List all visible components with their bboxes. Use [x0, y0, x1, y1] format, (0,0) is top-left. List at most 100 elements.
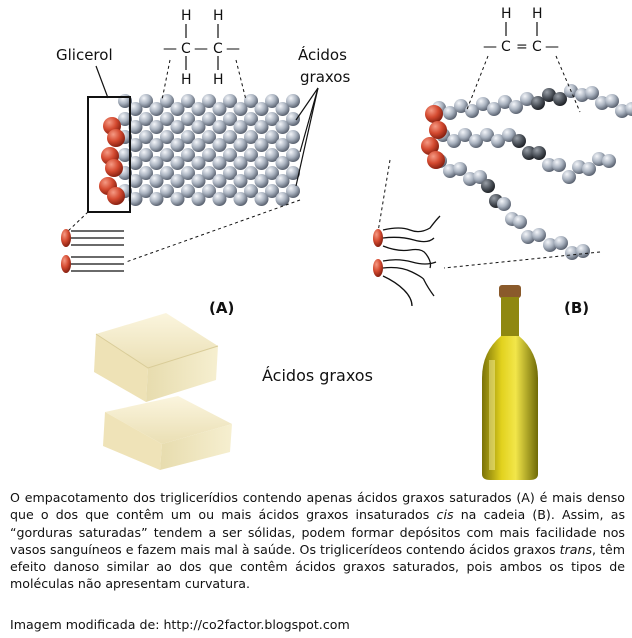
glycerol-atom [425, 105, 443, 123]
chain-atom [565, 246, 579, 260]
chain-atom [160, 130, 174, 144]
chain-atom [443, 106, 457, 120]
chain-atom [275, 138, 290, 152]
unsaturated-chains [432, 84, 632, 260]
chain-atom [447, 134, 461, 148]
chain-atom [139, 166, 153, 180]
chain-atom [212, 174, 227, 188]
chain-atom [532, 146, 546, 160]
chain-atom [244, 184, 258, 198]
chain-atom [160, 94, 174, 108]
formula-b-c-left: C [501, 39, 511, 55]
formula-bond-right: — [226, 41, 240, 57]
saturated-formula: H H — C — C — H H [161, 8, 247, 101]
chain-atom [212, 102, 227, 116]
chain-atom [254, 156, 269, 170]
chain-atom [453, 162, 467, 176]
chain-atom [454, 99, 468, 113]
chain-atom [181, 94, 195, 108]
chain-atom [170, 174, 185, 188]
chain-atom [602, 154, 616, 168]
chain-atom [509, 100, 523, 114]
caption-text-3: , têm efeito danoso similar ao dos que c… [10, 541, 625, 592]
chain-atom [543, 238, 557, 252]
chain-atom [286, 130, 300, 144]
chain-atom [625, 102, 632, 116]
chain-atom [160, 112, 174, 126]
fatty-acids-pointers [295, 87, 319, 187]
chain-atom [212, 120, 227, 134]
chain-atom [139, 94, 153, 108]
chain-atom [139, 130, 153, 144]
chain-atom [576, 244, 590, 258]
chain-atom [585, 86, 599, 100]
chain-atom [491, 134, 505, 148]
glycerol-label: Glicerol [56, 46, 113, 64]
chain-atom [181, 130, 195, 144]
formula-b-c-right: C [532, 39, 542, 55]
chain-atom [181, 166, 195, 180]
chain-atom [532, 228, 546, 242]
formula-h-bottom-right: H [213, 72, 224, 88]
chain-atom [202, 94, 216, 108]
glycerol-atom [427, 151, 445, 169]
formula-bond-mid: — [194, 41, 208, 57]
chain-atom [233, 192, 248, 206]
chain-atom [149, 156, 164, 170]
chain-atom [244, 94, 258, 108]
chain-atom [521, 230, 535, 244]
chain-atom [170, 156, 185, 170]
chain-atom [562, 170, 576, 184]
chain-atom [149, 174, 164, 188]
glycerol-red-spheres [99, 117, 125, 205]
panel-a-label: (A) [209, 299, 234, 317]
chain-atom [552, 158, 566, 172]
chain-atom [128, 192, 143, 206]
chain-atom [497, 197, 511, 211]
chain-atom [118, 148, 132, 162]
chain-atom [513, 215, 527, 229]
chain-atom [469, 134, 483, 148]
chain-atom [286, 184, 300, 198]
chain-atom [275, 174, 290, 188]
chain-atom [265, 94, 279, 108]
chain-atom [275, 192, 290, 206]
caption-trans: trans [559, 541, 593, 557]
chain-atom [149, 120, 164, 134]
chain-atom [465, 104, 479, 118]
chain-atom [582, 162, 596, 176]
chain-atom [522, 146, 536, 160]
oil-bottle-image [482, 285, 538, 480]
image-source: Imagem modificada de: http://co2factor.b… [10, 617, 350, 632]
saturated-chains [118, 94, 300, 206]
fatty-acids-label-line1: Ácidos [298, 45, 347, 64]
chain-atom [191, 156, 206, 170]
chain-atom [554, 236, 568, 250]
glycerol-box [87, 96, 131, 213]
chain-atom [275, 156, 290, 170]
chain-atom [202, 166, 216, 180]
chain-atom [265, 184, 279, 198]
chain-atom [233, 120, 248, 134]
caption: O empacotamento dos triglicerídios conte… [10, 489, 625, 593]
chain-atom [254, 138, 269, 152]
glycerol-atom [107, 129, 125, 147]
formula-b-bond-right: — [545, 39, 559, 55]
chain-atom [212, 138, 227, 152]
chain-atom [233, 156, 248, 170]
formula-b-h-right: H [532, 6, 543, 22]
chain-atom [170, 120, 185, 134]
chain-atom [244, 130, 258, 144]
saturated-schematic [61, 199, 301, 273]
chain-atom [170, 192, 185, 206]
chain-atom [254, 120, 269, 134]
formula-bond-left: — [163, 41, 177, 57]
chain-atom [202, 112, 216, 126]
chain-atom [286, 166, 300, 180]
chain-atom [542, 88, 556, 102]
formula-b-bond-left: — [483, 39, 497, 55]
chain-atom [139, 148, 153, 162]
glycerol-atom [107, 187, 125, 205]
chain-atom [160, 184, 174, 198]
butter-image [94, 313, 232, 470]
